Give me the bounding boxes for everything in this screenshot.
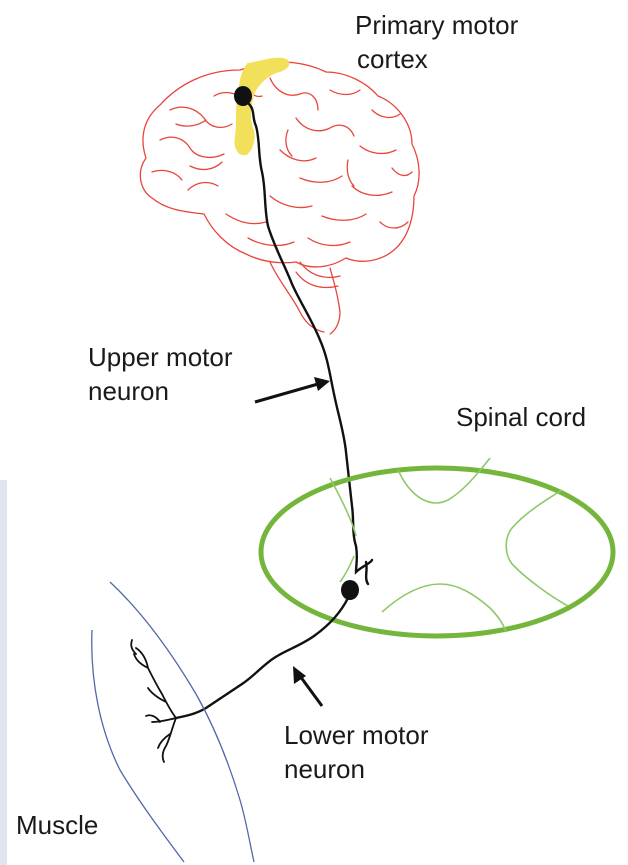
lower-neuron-cell-body xyxy=(341,580,359,600)
spinal-cord xyxy=(261,458,613,636)
motor-cortex-highlight xyxy=(235,59,288,155)
muscle-label: Muscle xyxy=(16,808,98,842)
upper-neuron-arrow xyxy=(255,377,330,402)
muscle-outline-outer xyxy=(110,582,254,862)
brain-illustration xyxy=(140,62,419,334)
primary-motor-cortex-label-line1: Primary motor xyxy=(355,8,518,42)
upper-motor-neuron-label: Upper motor neuron xyxy=(88,340,233,408)
brain-gyri xyxy=(152,78,412,245)
spinal-cord-outline xyxy=(261,468,613,636)
spinal-cord-label: Spinal cord xyxy=(456,400,586,434)
primary-motor-cortex-label: Primary motor cortex xyxy=(355,8,518,76)
spinal-gray-matter xyxy=(330,458,568,632)
neuromuscular-terminal-branches xyxy=(131,640,176,762)
upper-motor-neuron-axon xyxy=(249,104,372,584)
primary-motor-cortex-label-line2: cortex xyxy=(355,42,518,76)
upper-motor-neuron-label-line1: Upper motor xyxy=(88,340,233,374)
muscle-outline-inner xyxy=(92,630,184,862)
muscle-label-text: Muscle xyxy=(16,808,98,842)
spinal-cord-label-text: Spinal cord xyxy=(456,400,586,434)
brain-stem-cerebellum xyxy=(270,262,340,334)
lower-motor-neuron-label-line1: Lower motor xyxy=(284,718,429,752)
lower-motor-neuron-label-line2: neuron xyxy=(284,752,429,786)
upper-motor-neuron-label-line2: neuron xyxy=(88,374,233,408)
brain-outline xyxy=(140,62,419,267)
lower-motor-neuron-label: Lower motor neuron xyxy=(284,718,429,786)
lower-neuron-arrow xyxy=(293,666,322,706)
cerebellum-lines xyxy=(296,262,340,287)
